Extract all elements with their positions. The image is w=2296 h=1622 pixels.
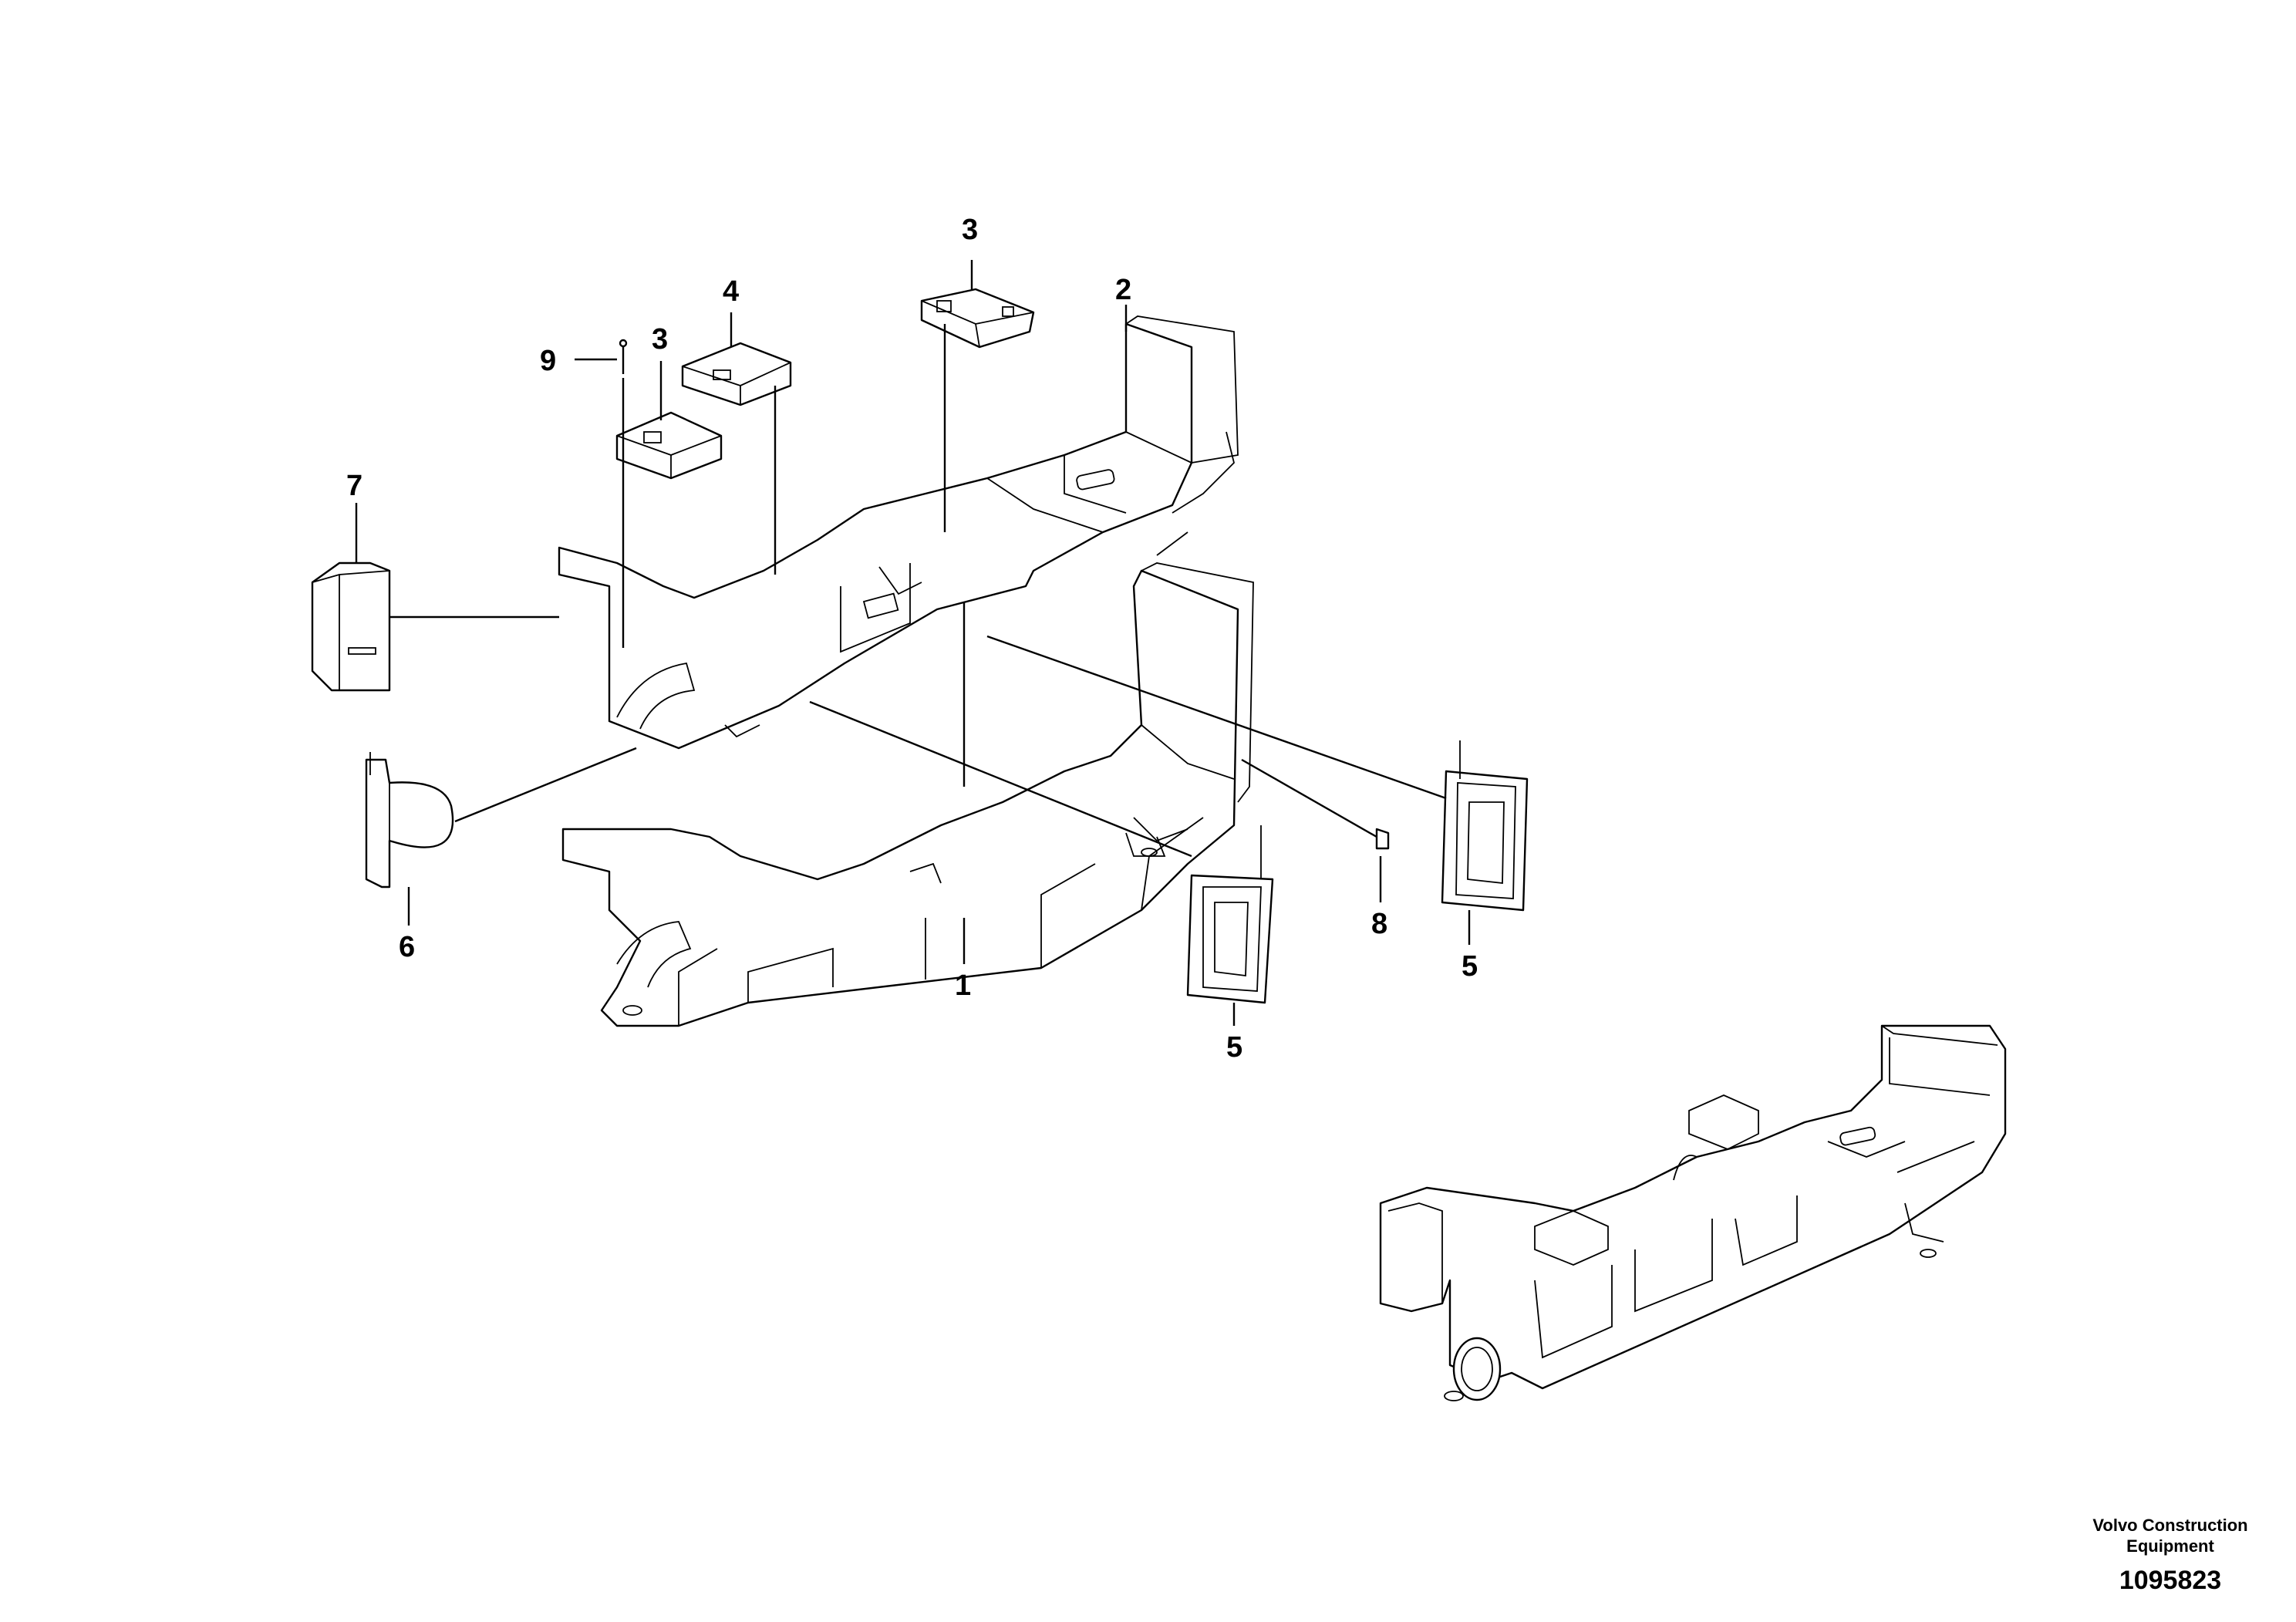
upper-air-duct [558, 315, 1239, 750]
callout-2: 2 [1115, 274, 1131, 306]
callout-7: 7 [346, 470, 362, 502]
filter-frame-right [1441, 740, 1529, 912]
lower-air-duct [561, 562, 1254, 1027]
callout-6: 6 [399, 931, 415, 963]
callout-8: 8 [1371, 908, 1387, 940]
assembled-duct-view [1379, 1024, 2007, 1401]
actuator-part-4 [681, 342, 792, 406]
leader-lines [355, 260, 1471, 1026]
air-vent-part-7 [311, 561, 391, 692]
callout-3-top: 3 [962, 214, 978, 246]
clip-part-8 [1375, 828, 1390, 850]
callout-5-right: 5 [1462, 950, 1478, 983]
callout-1: 1 [955, 969, 971, 1002]
callout-5-center: 5 [1226, 1031, 1242, 1064]
control-unit-left [615, 411, 723, 480]
callout-4: 4 [723, 275, 739, 308]
filter-frame-center [1186, 825, 1274, 1004]
company-name-line1: Volvo Construction [2092, 1516, 2247, 1535]
callout-3-left: 3 [652, 323, 668, 356]
cover-part-6 [365, 752, 454, 889]
company-name-line2: Equipment [2126, 1536, 2214, 1556]
control-unit-top-right [920, 288, 1035, 349]
pin-part-9 [619, 339, 628, 374]
drawing-number: 1095823 [2119, 1566, 2221, 1595]
callout-9: 9 [540, 345, 556, 377]
